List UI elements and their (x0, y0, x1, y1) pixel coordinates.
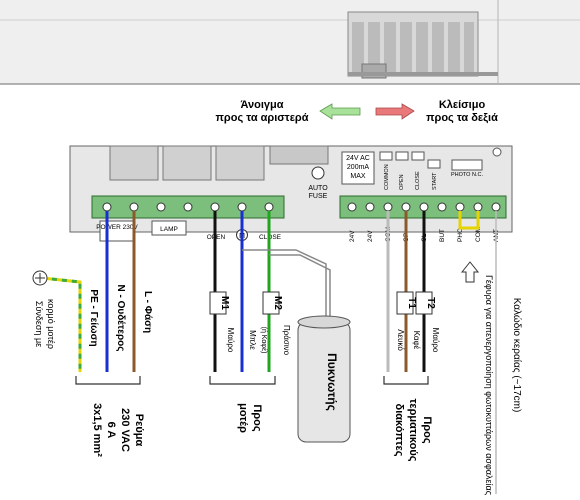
t1-color-2: Καφέ (412, 331, 421, 350)
power-wires (32, 211, 136, 372)
power-line-4: 3x1,5 mm² (91, 403, 103, 457)
spec-line-1: 24V AC (346, 155, 370, 162)
ground-label-2: κορμό μοτέρ (46, 299, 56, 349)
open-direction-sublabel: προς τα αριστερά (216, 112, 309, 124)
spec-line-3: MAX (350, 173, 366, 180)
term-but: BUT (439, 229, 446, 242)
t2-color: Μαύρο (431, 328, 440, 353)
motor-line-2: μοτέρ (237, 403, 249, 433)
up-arrow-icon (460, 261, 480, 283)
n-label: N - Ουδέτερος (115, 285, 126, 352)
power-line-2: 230 VAC (119, 408, 131, 452)
term-pho: PHO (457, 228, 464, 242)
mount-hole-icon (492, 147, 502, 157)
power-line-1: Ρεύμα (133, 414, 145, 447)
switch-line-3: διακόπτες (393, 404, 405, 457)
motor-wires: M1 M2 (209, 211, 331, 372)
group-labels: 3x1,5 mm² 6 A 230 VAC Ρεύμα μοτέρ Προς δ… (91, 398, 433, 461)
capacitor-label: Πυκνωτής (325, 353, 339, 411)
conn-open: OPEN (399, 174, 405, 190)
term-24v-a: 24V (349, 230, 356, 242)
power-line-3: 6 A (105, 422, 117, 439)
fuse-icon (311, 166, 325, 180)
capacitor: Πυκνωτής (297, 315, 351, 443)
t1-label: T1 (406, 297, 417, 309)
rotated-labels: Σύνδεση με κορμό μοτέρ PE - Γείωση N - Ο… (34, 275, 523, 496)
antenna-label: Καλώδιο κεραίας (~17cm) (511, 298, 523, 413)
term-com2: COM (475, 227, 482, 242)
open-direction-label: Άνοιγμα (240, 99, 283, 111)
t1-color: Λευκό (396, 329, 405, 351)
m2-color-3: Πράσινο (282, 325, 291, 356)
term-24v-b: 24V (367, 230, 374, 242)
gate-illustration (0, 0, 580, 85)
m2-color-2: (ή Καφέ) (260, 327, 268, 354)
open-arrow-icon (319, 103, 361, 120)
group-braces (75, 376, 429, 385)
conn-common: COMMON (384, 164, 390, 190)
close-direction-sublabel: προς τα δεξιά (426, 112, 498, 124)
l-label: L - Φάση (142, 291, 153, 333)
auto-fuse-label: AUTO (308, 185, 328, 192)
conn-photo: PHOTO N.C. (451, 172, 483, 178)
switch-line-2: τερματικούς (407, 398, 419, 461)
close-arrow-icon (375, 103, 415, 120)
m1-label: M1 (219, 296, 230, 310)
ground-label-1: Σύνδεση με (34, 301, 44, 347)
conn-close: CLOSE (415, 171, 421, 190)
conn-start: START (432, 172, 438, 190)
term-power: POWER 230V (96, 224, 138, 231)
photo-bridge (458, 211, 480, 283)
term-lamp: LAMP (160, 226, 178, 233)
t2-label: T2 (425, 297, 436, 309)
motor-line-1: Προς (251, 404, 263, 431)
m2-label: M2 (272, 296, 283, 310)
photo-bridge-label: Γέφυρα για απενεργοποίηση φωτοκυττάρων α… (484, 275, 494, 496)
close-direction-label: Κλείσιμο (439, 99, 486, 111)
m2-color-1: Μπλε (248, 330, 257, 350)
auto-fuse-label-2: FUSE (309, 193, 328, 200)
right-terminal-screws (347, 202, 501, 212)
control-board: 24V AC 200mA MAX AUTO FUSE COMMON OPEN C… (69, 145, 513, 242)
m1-color: Μαύρο (226, 328, 235, 353)
pe-label: PE - Γείωση (88, 289, 99, 346)
switch-line-1: Προς (421, 416, 433, 443)
spec-line-2: 200mA (347, 164, 370, 171)
direction-indicator: Άνοιγμα προς τα αριστερά Κλείσιμο προς τ… (216, 99, 499, 124)
switch-wires: T1 T2 (386, 211, 436, 372)
